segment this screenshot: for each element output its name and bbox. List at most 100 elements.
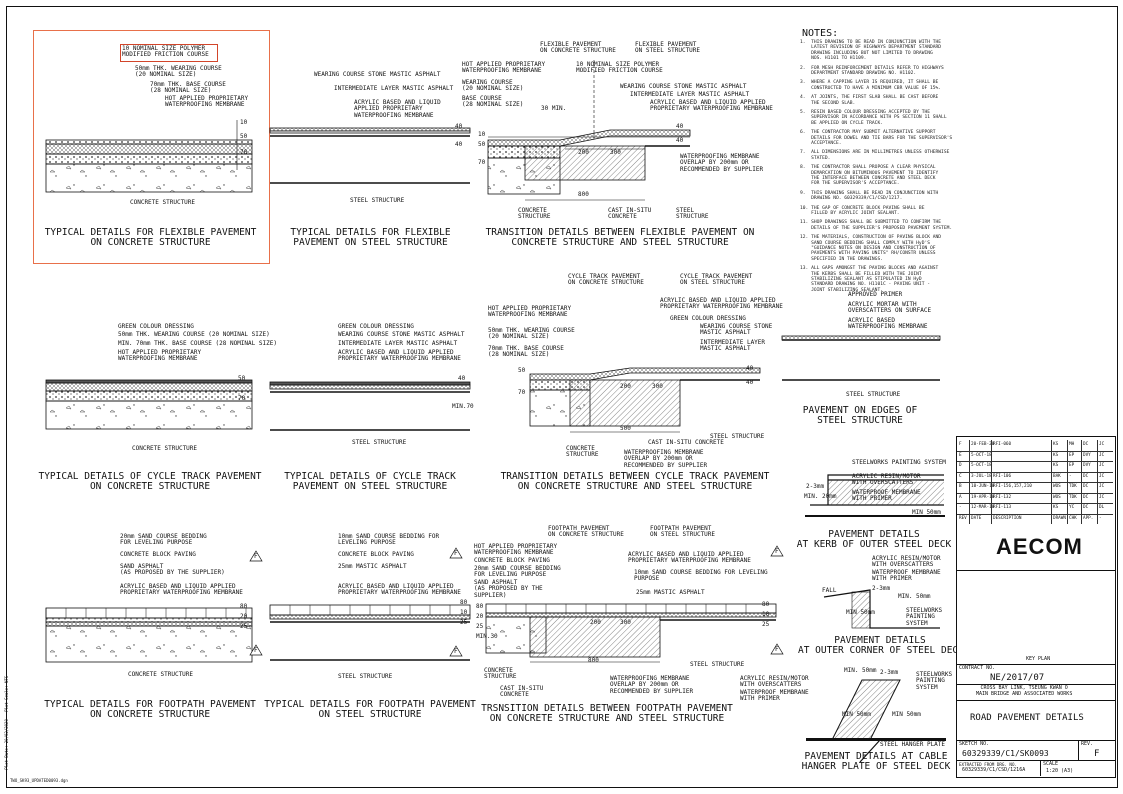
drawing-title: ROAD PAVEMENT DETAILS bbox=[970, 713, 1084, 723]
trans-foot-dim-6: MIN.30 bbox=[476, 633, 498, 640]
corner-label-1: WATERPROOF MEMBRANE WITH PRIMER bbox=[872, 569, 941, 583]
trans-cycle-label-4: GREEN COLOUR DRESSING bbox=[670, 315, 746, 322]
note-item: 3. WHERE A CAPPING LAYER IS REQUIRED, IT… bbox=[800, 80, 942, 91]
revision-cell: RFI-106 bbox=[993, 473, 1012, 479]
foot-conc-label-3: ACRYLIC BASED AND LIQUID APPLIED PROPRIE… bbox=[120, 583, 243, 597]
section-cycle-conc bbox=[45, 379, 253, 430]
corner-dim-0: 2-3mm bbox=[872, 585, 891, 592]
flex-conc-dim-1: 50 bbox=[240, 133, 248, 140]
edges-caption: PAVEMENT ON EDGES OF STEEL STRUCTURE bbox=[802, 405, 918, 426]
cycle-conc-label-1: 50mm THK. WEARING COURSE (20 NOMINAL SIZ… bbox=[118, 331, 270, 338]
cycle-conc-label-3: HOT APPLIED PROPRIETARY WATERPROOFING ME… bbox=[118, 349, 202, 363]
section-trans-cycle bbox=[529, 367, 761, 433]
trans-flex-caption: TRANSITION DETAILS BETWEEN FLEXIBLE PAVE… bbox=[485, 227, 755, 248]
revision-header: DRAWN bbox=[1053, 515, 1066, 521]
trans-cycle-dim-3: 50 bbox=[518, 367, 526, 374]
trans-foot-label-3: CONCRETE BLOCK PAVING bbox=[474, 557, 550, 564]
trans-foot-dim-3: 80 bbox=[476, 603, 484, 610]
trans-cycle-label-8: INTERMEDIATE LAYER MASTIC ASPHALT bbox=[700, 339, 766, 353]
sketch-no: 60329339/C1/SK0093 bbox=[962, 749, 1049, 758]
trans-cycle-label-1: CYCLE TRACK PAVEMENT ON STEEL STRUCTURE bbox=[680, 273, 753, 287]
hanger-label-1: WATERPROOF MEMBRANE WITH PRIMER bbox=[740, 689, 809, 703]
revision-cell: DC bbox=[1083, 442, 1089, 447]
revision-header: DESCRIPTION bbox=[993, 515, 1022, 521]
revision-cell: F bbox=[959, 442, 962, 447]
cycle-conc-label-0: GREEN COLOUR DRESSING bbox=[118, 323, 194, 330]
foot-steel-label-2: 25mm MASTIC ASPHALT bbox=[338, 563, 407, 570]
revision-cell: WOS bbox=[1053, 494, 1061, 500]
foot-steel-label-0: 10mm SAND COURSE BEDDING FOR LEVELING PU… bbox=[338, 533, 440, 547]
revision-cell: RFI-156,157,210 bbox=[993, 484, 1032, 489]
hanger-dim-3: MIN 50mm bbox=[892, 711, 921, 718]
corner-dim-2: MIN 50mm bbox=[846, 609, 875, 616]
trans-foot-dim-7: 80 bbox=[762, 601, 770, 608]
hanger-label-0: ACRYLIC RESIN/MOTOR WITH OVERSCATTERS bbox=[740, 675, 809, 689]
note-item: 7. ALL DIMENSIONS ARE IN MILLIMETRES UNL… bbox=[800, 150, 950, 161]
revision-cell: A bbox=[959, 494, 962, 500]
revision-cell: RFI-060 bbox=[993, 442, 1012, 447]
cycle-steel-dim-1: MIN.70 bbox=[452, 403, 474, 410]
foot-steel-tag-b: F bbox=[454, 648, 458, 655]
trans-foot-label-10: CAST IN-SITU CONCRETE bbox=[500, 685, 544, 699]
revision-cell: JC bbox=[1099, 473, 1105, 479]
trans-cycle-caption: TRANSITION DETAILS BETWEEN CYCLE TRACK P… bbox=[500, 471, 770, 492]
revision-cell: TDK bbox=[1069, 494, 1077, 500]
trans-flex-dim-3: 10 bbox=[478, 131, 486, 138]
extracted-label: EXTRACTED FROM DRG. NO. bbox=[959, 762, 1017, 767]
foot-conc-dim-0: 80 bbox=[240, 603, 248, 610]
scale-value: 1:20 (A3) bbox=[1046, 768, 1074, 774]
revision-cell: 5-OCT-18 bbox=[971, 463, 992, 468]
project-name: CROSS BAY LINK, TSEUNG KWAN O MAIN BRIDG… bbox=[976, 685, 1073, 697]
revision-header: CHK bbox=[1069, 515, 1077, 521]
kerb-dim-0: 2-3mm bbox=[806, 483, 825, 490]
section-foot-steel bbox=[269, 604, 471, 661]
note-item: 9. THIS DRAWING SHALL BE READ IN CONJUNC… bbox=[800, 190, 939, 202]
hanger-caption: PAVEMENT DETAILS AT CABLE HANGER PLATE O… bbox=[801, 751, 951, 772]
revision-cell: EP bbox=[1069, 463, 1075, 468]
trans-foot-dim-4: 20 bbox=[476, 613, 484, 620]
foot-conc-label-1: CONCRETE BLOCK PAVING bbox=[120, 551, 196, 558]
corner-dim-1: MIN. 50mm bbox=[898, 593, 931, 600]
flex-steel-dim-1: 40 bbox=[455, 141, 463, 148]
section-kerb bbox=[805, 474, 945, 517]
trans-cycle-label-2: HOT APPLIED PROPRIETARY WATERPROOFING ME… bbox=[488, 305, 572, 319]
revision-cell: 5-OCT-18 bbox=[971, 452, 992, 458]
revision-cell: DVY bbox=[1083, 463, 1091, 468]
revision-cell: KS bbox=[1053, 505, 1059, 510]
flex-steel-label-0: WEARING COURSE STONE MASTIC ASPHALT bbox=[314, 71, 441, 78]
trans-flex-label-2: HOT APPLIED PROPRIETARY WATERPROOFING ME… bbox=[462, 61, 546, 75]
cycle-steel-label-3: ACRYLIC BASED AND LIQUID APPLIED PROPRIE… bbox=[338, 349, 461, 363]
hanger-label-2: STEELWORKS PAINTING SYSTEM bbox=[916, 671, 953, 691]
trans-cycle-label-3: ACRYLIC BASED AND LIQUID APPLIED PROPRIE… bbox=[660, 297, 783, 311]
revision-cell: 10-JUN-18 bbox=[971, 484, 995, 489]
cycle-conc-dim-1: 70 bbox=[238, 395, 246, 402]
revision-cell: 20-FEB-20 bbox=[971, 442, 995, 447]
corner-label-0: ACRYLIC RESIN/MOTOR WITH OVERSCATTERS bbox=[872, 555, 941, 569]
cycle-steel-caption: TYPICAL DETAILS OF CYCLE TRACK PAVEMENT … bbox=[284, 471, 456, 492]
trans-flex-dim-2: 800 bbox=[578, 191, 589, 198]
revision-cell: B bbox=[959, 484, 962, 489]
revision-cell: C bbox=[959, 473, 962, 479]
section-cycle-steel bbox=[269, 381, 471, 431]
note-item: 12. THE MATERIALS, CONSTRUCTION OF PAVIN… bbox=[800, 235, 942, 262]
foot-steel-label-3: ACRYLIC BASED AND LIQUID APPLIED PROPRIE… bbox=[338, 583, 461, 597]
revision-cell: JC bbox=[1099, 484, 1105, 489]
trans-flex-label-13: 30 MIN. bbox=[541, 105, 567, 112]
kerb-dim-1: MIN. 20mm bbox=[804, 493, 837, 500]
foot-conc-tag-a: F bbox=[254, 553, 258, 560]
section-flex-steel bbox=[269, 127, 471, 184]
revision-cell: WOS bbox=[1053, 484, 1061, 489]
section-corner bbox=[823, 589, 940, 629]
flex-conc-label-4: CONCRETE STRUCTURE bbox=[130, 199, 196, 206]
plot-side-text: Plot Date: 20/02/2020 Plot Scale: NTS bbox=[4, 675, 10, 770]
flex-steel-caption: TYPICAL DETAILS FOR FLEXIBLE PAVEMENT ON… bbox=[290, 227, 451, 248]
revision-header: DATE bbox=[971, 515, 982, 521]
notes-heading: NOTES: bbox=[802, 28, 839, 39]
trans-flex-dim-5: 70 bbox=[478, 159, 486, 166]
note-item: 10. THE GAP OF CONCRETE BLOCK PAVING SHA… bbox=[800, 205, 925, 216]
note-item: 6. THE CONTRACTOR MAY SUBMIT ALTERNATIVE… bbox=[800, 130, 953, 146]
flex-conc-dim-0: 10 bbox=[240, 119, 248, 126]
section-flex-conc bbox=[45, 120, 253, 193]
revision-cell: DC bbox=[1083, 494, 1089, 500]
revision-cell: E bbox=[959, 452, 962, 458]
